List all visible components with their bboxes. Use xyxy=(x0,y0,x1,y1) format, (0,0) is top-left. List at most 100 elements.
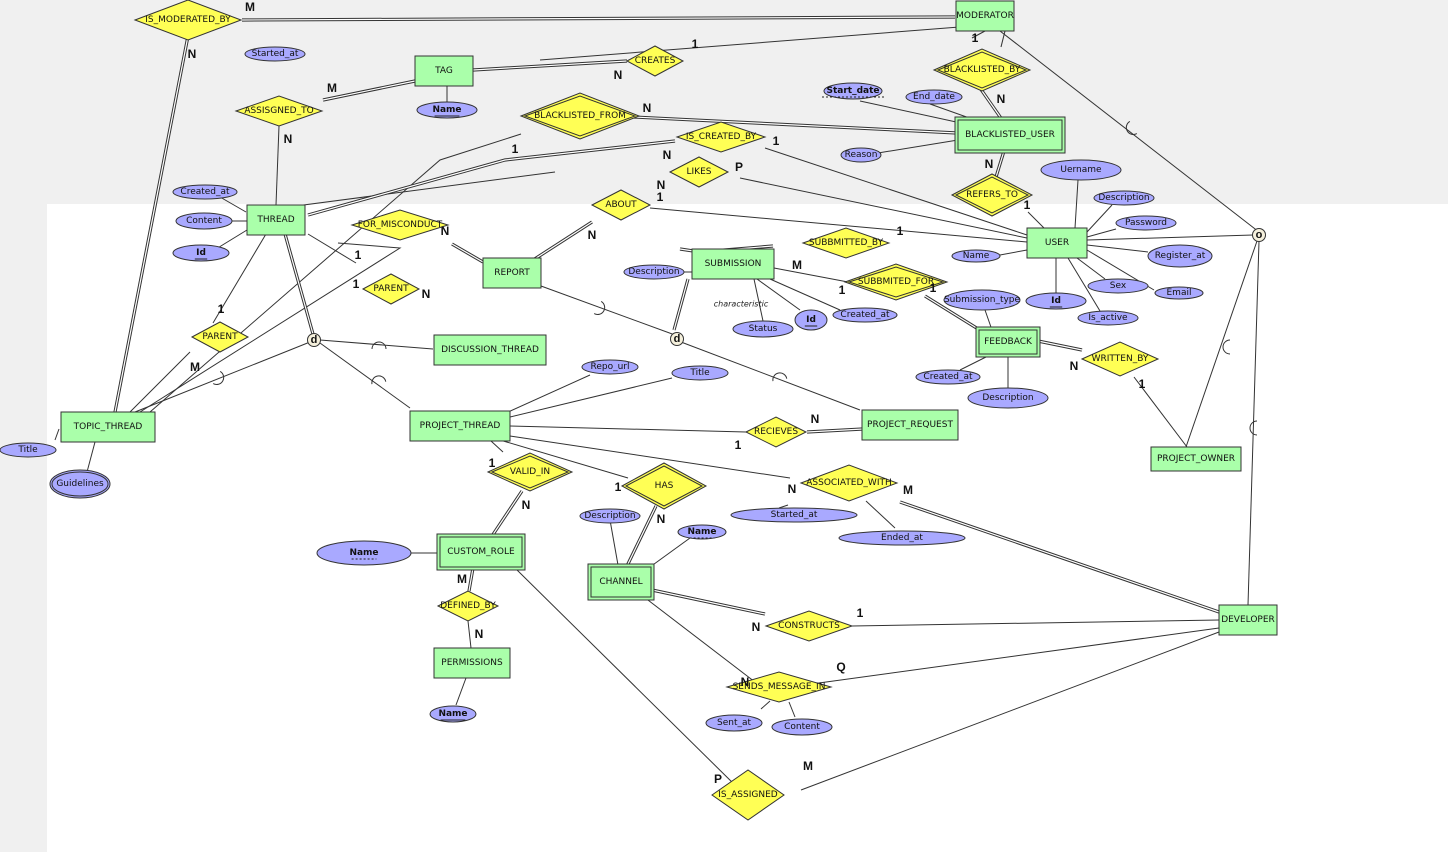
entity-custom-role[interactable]: CUSTOM_ROLE xyxy=(436,533,526,571)
relationship-blacklisted-by[interactable]: BLACKLISTED_BY xyxy=(932,48,1032,92)
cardinality-label: M xyxy=(245,0,255,14)
entity-submission[interactable]: SUBMISSION xyxy=(691,248,775,280)
entity-user[interactable]: USER xyxy=(1026,227,1088,259)
entity-topic-thread[interactable]: TOPIC_THREAD xyxy=(60,411,156,443)
specialization-circle[interactable]: o xyxy=(1252,228,1266,242)
entity-project-request[interactable]: PROJECT_REQUEST xyxy=(861,409,959,441)
attribute[interactable]: Created_at xyxy=(915,369,981,385)
relationship-is-assigned[interactable]: IS_ASSIGNED xyxy=(711,769,785,821)
attribute[interactable]: Password xyxy=(1115,215,1177,231)
attribute[interactable]: Ended_at xyxy=(838,530,966,546)
attribute[interactable]: Is_active xyxy=(1077,310,1139,326)
relationship-label: FOR_MISCONDUCT xyxy=(358,220,443,230)
attribute[interactable]: Created_at xyxy=(172,184,238,200)
relationship-assigned-to[interactable]: ASSISGNED_TO xyxy=(234,95,324,127)
attribute[interactable]: Register_at xyxy=(1147,244,1213,268)
relationship-valid-in[interactable]: VALID_IN xyxy=(486,452,574,492)
relationship-submitted-for[interactable]: SUBBMITED_FOR xyxy=(843,263,949,301)
attribute[interactable]: Description xyxy=(967,387,1049,409)
attribute[interactable]: Id xyxy=(794,309,828,331)
subset-hook-icon xyxy=(772,372,788,382)
connector-line xyxy=(319,342,411,409)
attribute[interactable]: Description xyxy=(579,508,641,524)
total-participation-line-inner xyxy=(673,278,689,331)
attribute[interactable]: Repo_url xyxy=(581,359,639,375)
entity-channel[interactable]: CHANNEL xyxy=(587,563,655,601)
relationship-submitted-by[interactable]: SUBBMITTED_BY xyxy=(801,227,891,259)
relationship-is-created-by[interactable]: IS_CREATED_BY xyxy=(675,121,767,153)
attribute[interactable]: Started_at xyxy=(730,507,858,523)
entity-project-thread[interactable]: PROJECT_THREAD xyxy=(409,410,511,442)
cardinality-label: 1 xyxy=(930,281,937,295)
attribute[interactable]: Id xyxy=(172,244,230,262)
attribute-label: Name xyxy=(432,105,461,115)
subset-hook-icon xyxy=(1249,420,1258,436)
relationship-label: CREATES xyxy=(635,56,676,66)
entity-report[interactable]: REPORT xyxy=(482,257,542,289)
entity-developer[interactable]: DEVELOPER xyxy=(1218,604,1278,636)
attribute[interactable]: Name xyxy=(416,101,478,119)
relationship-recieves[interactable]: RECIEVES xyxy=(744,416,808,448)
specialization-circle[interactable]: d xyxy=(670,332,684,346)
relationship-sends-message-in[interactable]: SENDS_MESSAGE_IN xyxy=(725,671,833,703)
attribute[interactable]: Title xyxy=(0,442,57,458)
attribute-label: Description xyxy=(584,511,635,521)
attribute[interactable]: Guidelines xyxy=(49,469,111,499)
cardinality-label: 1 xyxy=(897,224,904,238)
relationship-parent-topic[interactable]: PARENT xyxy=(190,321,250,353)
relationship-likes[interactable]: LIKES xyxy=(668,156,730,188)
relationship-written-by[interactable]: WRITTEN_BY xyxy=(1080,341,1160,377)
entity-label: BLACKLISTED_USER xyxy=(965,130,1055,140)
entity-label: DISCUSSION_THREAD xyxy=(441,345,539,355)
entity-moderator[interactable]: MODERATOR xyxy=(955,0,1015,32)
attribute[interactable]: Name xyxy=(951,249,1001,263)
attribute[interactable]: Description xyxy=(623,264,685,280)
attribute[interactable]: Started_at xyxy=(244,46,306,62)
relationship-parent-discussion[interactable]: PARENT xyxy=(361,273,421,305)
entity-blacklisted-user[interactable]: BLACKLISTED_USER xyxy=(954,116,1066,154)
entity-permissions[interactable]: PERMISSIONS xyxy=(433,647,511,679)
entity-tag[interactable]: TAG xyxy=(414,55,474,87)
entity-feedback[interactable]: FEEDBACK xyxy=(975,326,1041,358)
attribute[interactable]: Content xyxy=(175,212,233,230)
attribute[interactable]: Email xyxy=(1154,286,1204,300)
relationship-blacklisted-from[interactable]: BLACKLISTED_FROM xyxy=(519,92,641,140)
specialization-circle[interactable]: d xyxy=(307,333,321,347)
attribute[interactable]: Start_date xyxy=(822,82,884,100)
attribute[interactable]: Uername xyxy=(1040,159,1122,181)
attribute[interactable]: Sent_at xyxy=(705,714,763,732)
connector-line xyxy=(86,441,96,473)
entity-thread[interactable]: THREAD xyxy=(246,204,306,236)
entity-discussion-thread[interactable]: DISCUSSION_THREAD xyxy=(433,334,547,366)
attribute-label: Created_at xyxy=(180,187,230,197)
attribute[interactable]: Description xyxy=(1093,190,1155,206)
attribute[interactable]: Status xyxy=(732,320,794,338)
attribute[interactable]: Content xyxy=(771,718,833,736)
attribute-label: Sex xyxy=(1110,281,1127,291)
relationship-associated-with[interactable]: ASSOCIATED_WITH xyxy=(799,464,899,502)
attribute[interactable]: Submission_type xyxy=(943,289,1021,311)
attribute[interactable]: Title xyxy=(671,365,729,381)
attribute[interactable]: Id xyxy=(1025,292,1087,310)
attribute[interactable]: Name xyxy=(316,540,412,566)
relationship-for-misconduct[interactable]: FOR_MISCONDUCT xyxy=(350,209,450,241)
total-participation-line-inner xyxy=(1037,340,1083,351)
relationship-is-moderated-by[interactable]: IS_MODERATED_BY xyxy=(133,0,243,41)
relationship-refers-to[interactable]: REFERS_TO xyxy=(950,173,1034,217)
attribute[interactable]: End_date xyxy=(905,89,963,105)
attribute[interactable]: Name xyxy=(429,705,477,723)
attribute[interactable]: Sex xyxy=(1087,278,1149,294)
entity-project-owner[interactable]: PROJECT_OWNER xyxy=(1150,446,1242,472)
attribute[interactable]: Reason xyxy=(840,147,882,163)
relationship-defined-by[interactable]: DEFINED_BY xyxy=(436,590,500,622)
attribute[interactable]: Created_at xyxy=(832,307,898,323)
relationship-has[interactable]: HAS xyxy=(620,462,708,510)
connector-line xyxy=(788,701,796,718)
attribute-label: Description xyxy=(1098,193,1149,203)
relationship-constructs[interactable]: CONSTRUCTS xyxy=(764,610,854,642)
relationship-about[interactable]: ABOUT xyxy=(590,189,652,221)
relationship-creates[interactable]: CREATES xyxy=(625,45,685,77)
subset-hook-icon xyxy=(212,371,225,385)
attribute[interactable]: Name xyxy=(677,524,727,540)
attribute-label: Submission_type xyxy=(944,295,1021,305)
